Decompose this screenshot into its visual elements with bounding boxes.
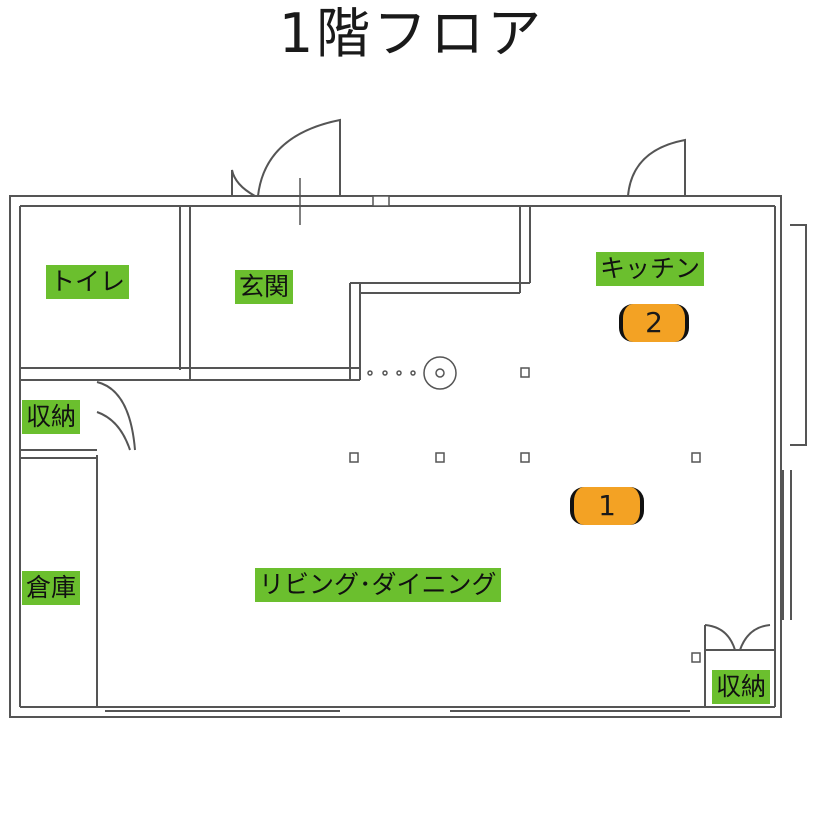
column (372, 195, 390, 207)
entrance-wall (349, 206, 531, 380)
entrance-door (231, 118, 341, 197)
room-label-toilet: トイレ (46, 265, 130, 299)
entrance-post (423, 356, 457, 390)
column (691, 452, 701, 463)
room-label-storage-left: 収納 (22, 400, 81, 434)
outer-wall (9, 195, 782, 718)
room-label-entrance: 玄関 (235, 270, 294, 304)
storage-wall (20, 449, 97, 459)
outer-wall-inner (19, 205, 776, 708)
marker-kitchen: 2 (619, 304, 689, 342)
room-label-living-dining: リビング･ダイニング (255, 568, 501, 602)
room-label-storage-right: 収納 (712, 670, 771, 704)
column (520, 452, 530, 463)
right-storage-door (704, 624, 771, 651)
column (349, 452, 359, 463)
room-label-warehouse: 倉庫 (22, 571, 81, 605)
kitchen-door (627, 138, 686, 197)
floor-title: 1階フロア (278, 2, 545, 65)
entrance-post-inner (435, 368, 445, 378)
right-storage-wall (704, 625, 775, 707)
column (691, 652, 701, 663)
right-window (782, 224, 807, 620)
storage-door (96, 381, 136, 451)
room-label-kitchen: キッチン (596, 252, 705, 286)
bottom-window (105, 710, 690, 718)
column (435, 452, 445, 463)
toilet-bottom-wall (20, 367, 360, 381)
column (520, 367, 530, 378)
marker-living: 1 (570, 487, 644, 525)
